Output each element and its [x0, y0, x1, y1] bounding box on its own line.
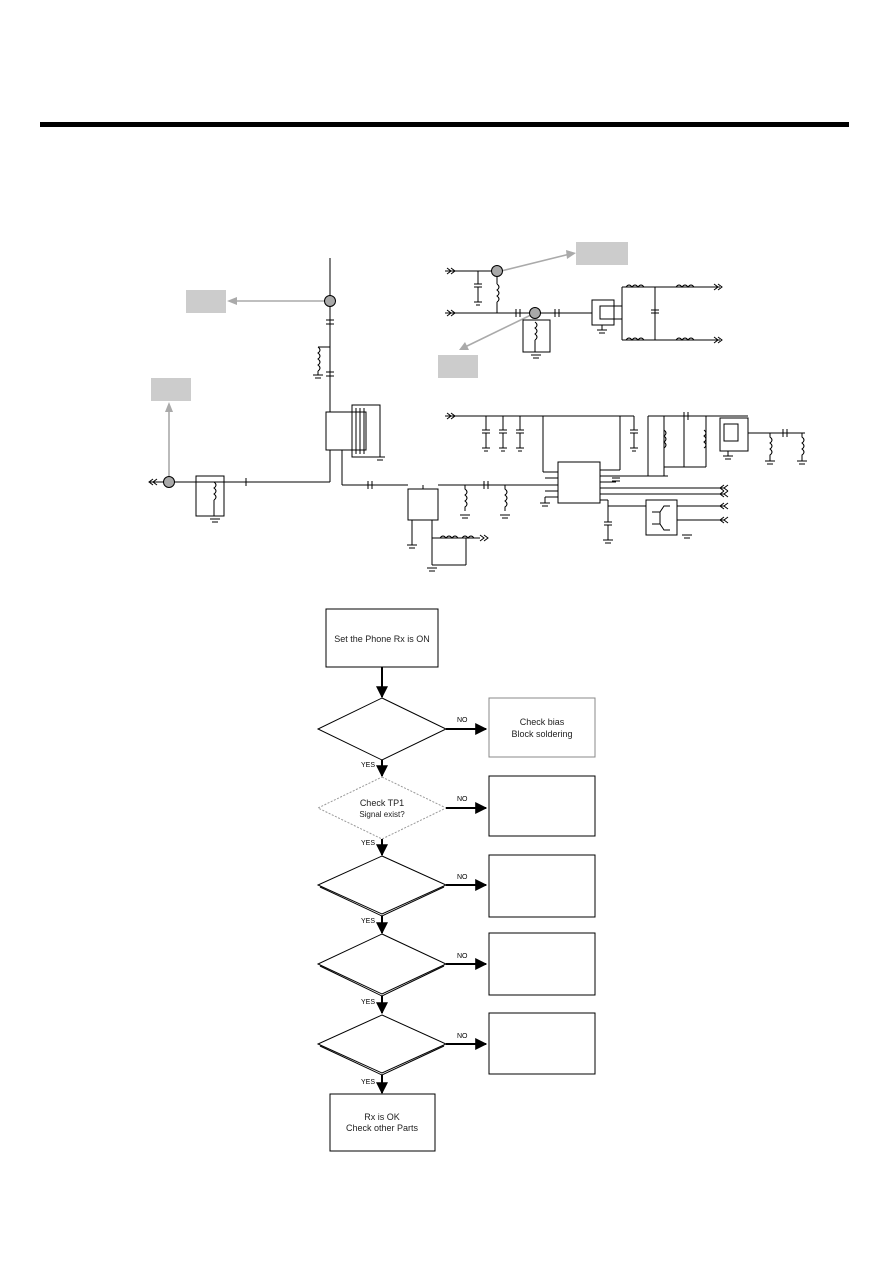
start-box-text: Set the Phone Rx is ON [334, 634, 430, 644]
action-box-3 [488, 854, 596, 918]
no-label: NO [457, 796, 468, 803]
no-label: NO [457, 953, 468, 960]
decision-tp1-line2: Signal exist? [359, 810, 405, 819]
test-point [529, 307, 541, 319]
yes-label: YES [361, 840, 375, 847]
schematic-lower-right-block [445, 412, 807, 544]
test-point [163, 476, 175, 488]
callout-box-top-right [576, 242, 628, 265]
test-point [324, 295, 336, 307]
yes-label: YES [361, 999, 375, 1006]
no-label: NO [457, 1033, 468, 1040]
action-box-check-bias [488, 697, 596, 758]
callout-arrows [165, 250, 576, 481]
action-box-2 [488, 775, 596, 837]
decision-diamond-tp1 [316, 776, 448, 840]
decision-diamond-1 [316, 697, 448, 761]
yes-label: YES [361, 918, 375, 925]
start-box [325, 608, 439, 668]
decision-diamond-3 [316, 855, 448, 915]
schematic-left-block [148, 258, 545, 572]
decision-diamond-5 [316, 1014, 448, 1074]
action-box-5 [488, 1012, 596, 1075]
end-box [329, 1093, 436, 1152]
action-box-4 [488, 932, 596, 996]
header-rule [40, 122, 849, 127]
callout-box-mid-right [438, 355, 478, 378]
no-label: NO [457, 717, 468, 724]
yes-label: YES [361, 1079, 375, 1086]
end-line1: Rx is OK [364, 1112, 400, 1122]
check-bias-line2: Block soldering [511, 729, 572, 739]
rf-schematic-diagram [148, 242, 807, 572]
check-bias-line1: Check bias [520, 717, 565, 727]
yes-label: YES [361, 762, 375, 769]
end-line2: Check other Parts [346, 1123, 419, 1133]
callout-box-left [151, 378, 191, 401]
decision-diamond-4 [316, 933, 448, 995]
decision-tp1-line1: Check TP1 [360, 798, 404, 808]
callout-box-upper-left [186, 290, 226, 313]
test-point [491, 265, 503, 277]
no-label: NO [457, 874, 468, 881]
schematic-upper-right-block [445, 267, 723, 359]
